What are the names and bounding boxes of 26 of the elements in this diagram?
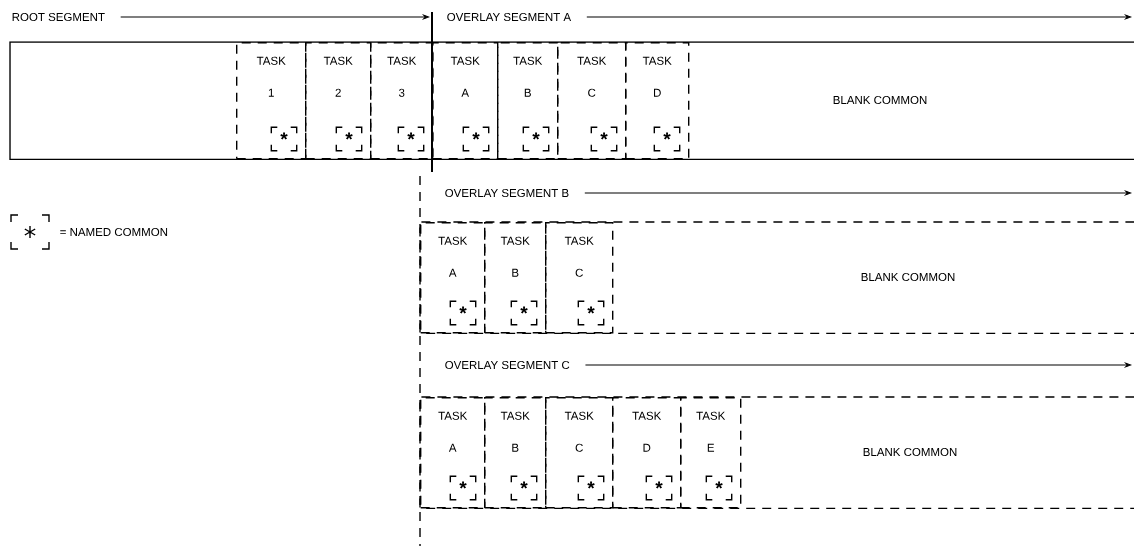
segment-label: OVERLAY SEGMENT B: [445, 188, 569, 198]
named-common-box: *: [645, 475, 673, 501]
named-common-box: *: [577, 300, 605, 326]
named-common-box: *: [653, 126, 681, 152]
named-common-box: *: [449, 475, 477, 501]
memory-band: [419, 221, 1134, 335]
named-common-box: *: [522, 126, 550, 152]
named-common-box: *: [335, 126, 363, 152]
memory-band: [419, 396, 1134, 510]
segment-label: OVERLAY SEGMENT A: [447, 12, 572, 22]
named-common-box: *: [397, 126, 425, 152]
blank-common-label: BLANK COMMON: [833, 95, 927, 105]
named-common-box: *: [705, 475, 733, 501]
named-common-box: *: [510, 475, 538, 501]
named-common-box: *: [449, 300, 477, 326]
segment-label: ROOT SEGMENT: [12, 12, 105, 22]
named-common-box: *: [577, 475, 605, 501]
segment-label: OVERLAY SEGMENT C: [445, 360, 570, 370]
named-common-box: *: [590, 126, 618, 152]
named-common-box: *: [462, 126, 490, 152]
named-common-box: *: [270, 126, 298, 152]
legend-text: = NAMED COMMON: [60, 227, 168, 237]
blank-common-label: BLANK COMMON: [861, 272, 955, 282]
named-common-box: *: [510, 300, 538, 326]
blank-common-label: BLANK COMMON: [863, 447, 957, 457]
memory-band: [9, 41, 1134, 161]
